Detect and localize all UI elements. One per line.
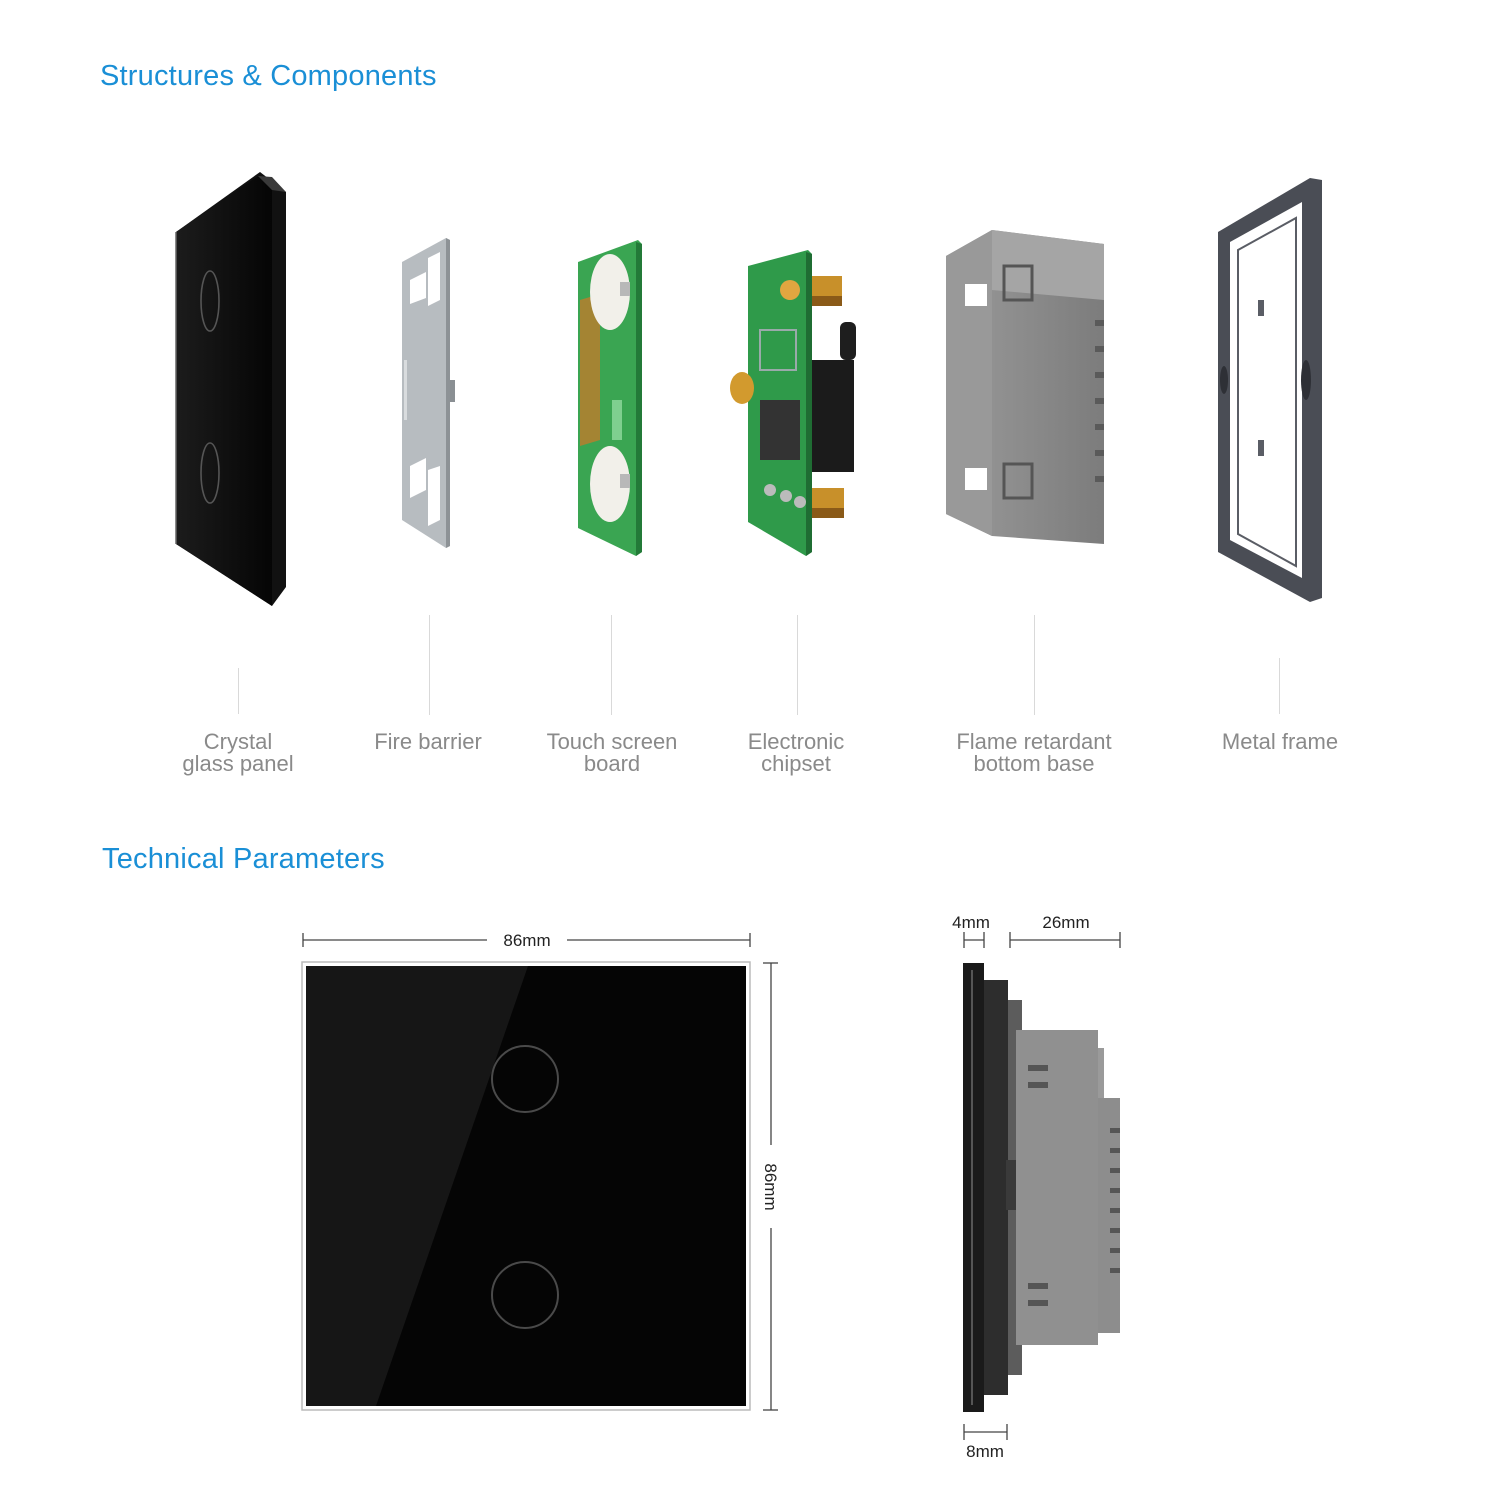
glass-thickness-dimension-line bbox=[963, 932, 985, 948]
flame-retardant-base-illustration bbox=[946, 230, 1104, 544]
leader-line-glass bbox=[238, 668, 239, 714]
crystal-glass-panel-illustration bbox=[175, 172, 286, 606]
width-dimension-line bbox=[302, 933, 751, 947]
width-dimension-label: 86mm bbox=[503, 931, 550, 950]
depth-label: 26mm bbox=[1042, 913, 1089, 932]
component-label-touch-board: Touch screen board bbox=[546, 729, 678, 776]
side-view-switch bbox=[963, 963, 1120, 1412]
frame-thickness-dimension-line bbox=[963, 1424, 1008, 1440]
component-label-chipset: Electronic chipset bbox=[747, 729, 845, 776]
section-heading-technical: Technical Parameters bbox=[102, 843, 385, 875]
component-label-fire-barrier: Fire barrier bbox=[374, 729, 482, 754]
component-label-bottom-base: Flame retardant bottom base bbox=[956, 729, 1112, 776]
component-label-glass-panel: Crystal glass panel bbox=[182, 729, 294, 776]
depth-dimension-line bbox=[1009, 932, 1121, 948]
fire-barrier-illustration bbox=[402, 238, 455, 548]
metal-frame-illustration bbox=[1218, 178, 1322, 602]
leader-line-fire-barrier bbox=[429, 615, 430, 715]
leader-line-frame bbox=[1279, 658, 1280, 714]
leader-line-touch-board bbox=[611, 615, 612, 715]
front-view-switch bbox=[301, 961, 751, 1411]
height-dimension-line bbox=[763, 962, 778, 1411]
section-heading-structures: Structures & Components bbox=[100, 60, 437, 92]
electronic-chipset-illustration bbox=[730, 250, 856, 556]
leader-line-base bbox=[1034, 615, 1035, 715]
touch-screen-board-illustration bbox=[578, 240, 642, 556]
leader-line-chipset bbox=[797, 615, 798, 715]
frame-thickness-label: 8mm bbox=[966, 1442, 1004, 1461]
glass-thickness-label: 4mm bbox=[952, 913, 990, 932]
height-dimension-label: 86mm bbox=[761, 1163, 780, 1210]
component-label-metal-frame: Metal frame bbox=[1221, 729, 1339, 754]
